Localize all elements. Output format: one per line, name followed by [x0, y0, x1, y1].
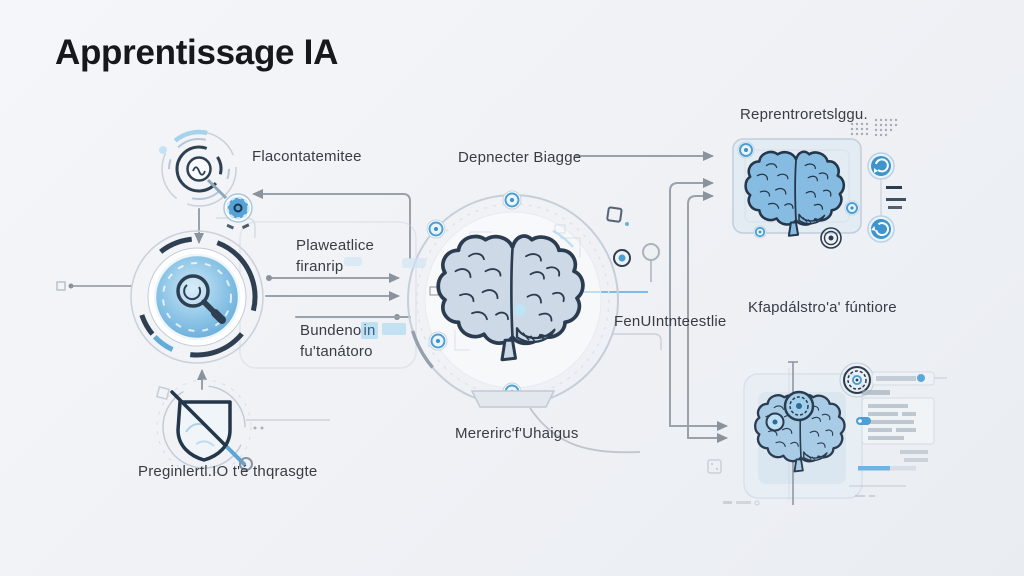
magnifier-dial-icon: [159, 129, 253, 230]
bottom-marks: [707, 459, 760, 506]
label-bundeno-line2: fu'tanátoro: [300, 343, 373, 360]
blue-pill: [856, 417, 871, 425]
connector-lines: [68, 151, 728, 443]
brain-analysis-panel: [743, 361, 875, 505]
faint-pill: [344, 257, 362, 266]
label-representation: Reprentroretslggu.: [740, 106, 868, 123]
to-topright-arrow-2: [669, 178, 714, 427]
label-feature-mid: FenUIntnteestlie: [614, 313, 727, 330]
central-ai-circle: [406, 190, 620, 408]
label-practice-line2: firanrip: [296, 258, 344, 275]
magnifier-target-icon: [130, 230, 264, 364]
label-feedback-loop: Flacontatemitee: [252, 148, 362, 165]
mid-decor-icons: [606, 206, 660, 282]
page-title: Apprentissage IA: [55, 33, 339, 72]
refresh-icons: [867, 152, 906, 243]
inline-highlight-badge: [381, 323, 406, 335]
label-knowledge-right: Kfapdálstro'a' fúntiore: [748, 299, 897, 316]
label-detect-stage: Depnecter Biagge: [458, 149, 582, 166]
circuit-decor: [429, 224, 581, 351]
label-metrics-bottom: Mererirc'f'Uhaigus: [455, 425, 579, 442]
faint-pill: [402, 258, 426, 268]
label-progress-bottom-left: Preginlertl.IO t'é thqrasgte: [138, 463, 318, 480]
refresh-icon: [867, 215, 895, 243]
label-practice: Plaweatlice firanrip: [296, 235, 374, 277]
pedestal: [470, 390, 556, 408]
target-rings-icon: [820, 227, 842, 249]
feedback-arrow: [252, 189, 411, 259]
brain-chip-panel: [732, 138, 862, 249]
to-topright-arrow-3: [687, 191, 714, 439]
progress-bar: [858, 466, 890, 471]
report-bars-panel: [849, 371, 947, 497]
refresh-icon: [867, 152, 895, 180]
label-practice-line1: Plaweatlice: [296, 237, 375, 254]
label-bundeno-pre: Bundeno: [300, 322, 362, 339]
shield-slash-icon: [155, 379, 253, 475]
dot-grid: [850, 118, 898, 137]
inline-highlight: in: [361, 322, 378, 339]
